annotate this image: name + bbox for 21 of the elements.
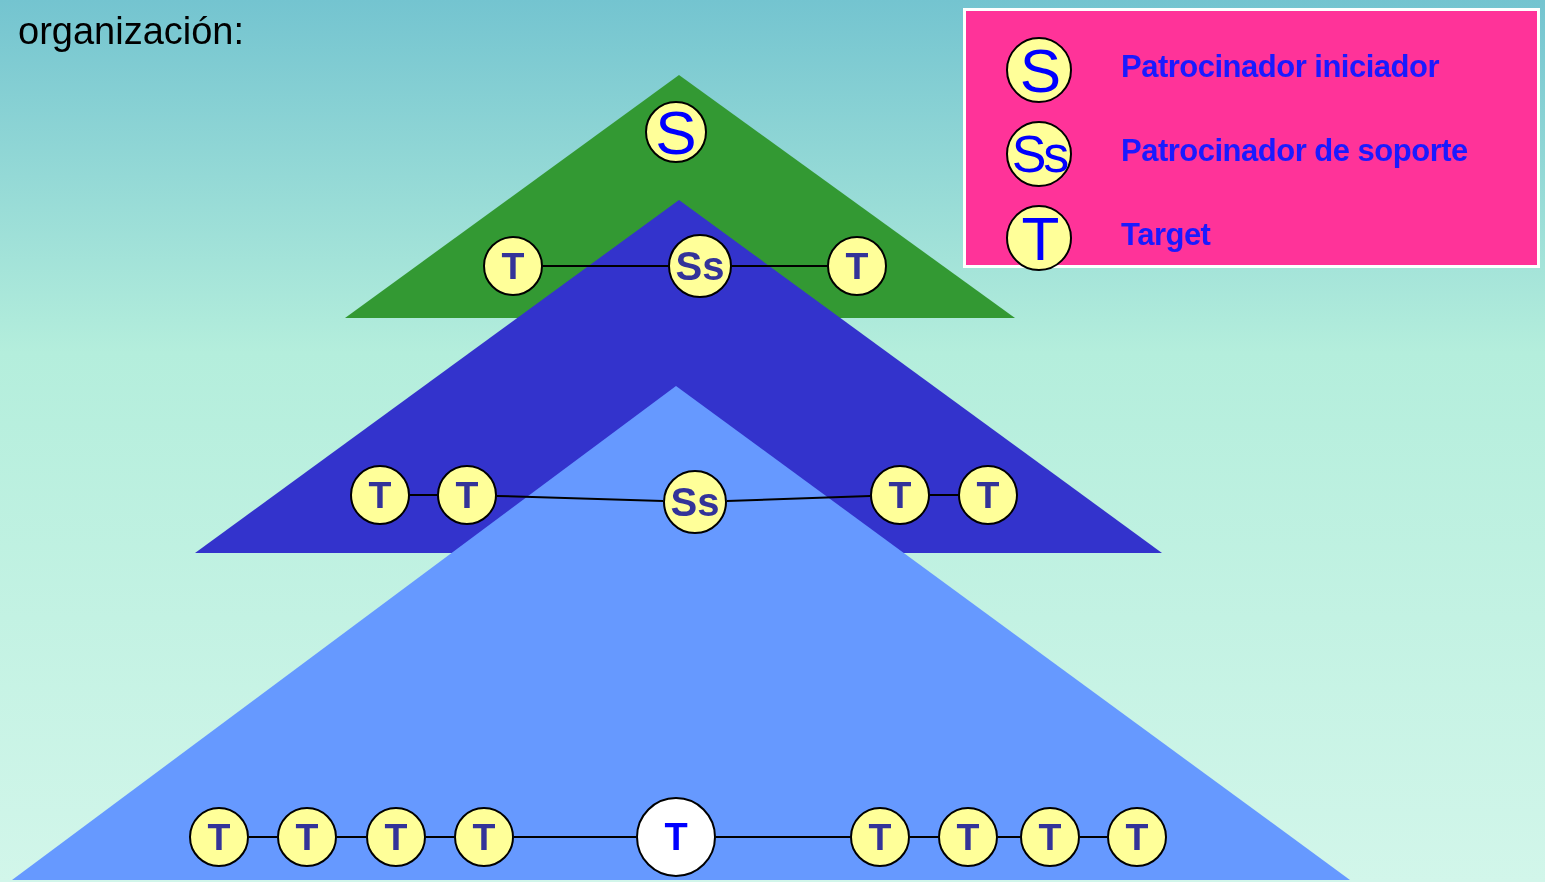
connector-line <box>513 836 637 838</box>
connector-line <box>496 494 664 502</box>
legend-text: Target <box>1121 217 1211 253</box>
legend-text: Patrocinador iniciador <box>1121 49 1439 85</box>
connector-line <box>997 836 1021 838</box>
connector-line <box>409 494 438 496</box>
connector-line <box>731 265 828 267</box>
legend-symbol: Ss <box>1006 121 1072 187</box>
connector-line <box>715 836 851 838</box>
connector-line <box>1079 836 1108 838</box>
connector-line <box>542 265 669 267</box>
connector-line <box>909 836 939 838</box>
connector-line <box>248 836 278 838</box>
legend-symbol: S <box>1006 37 1072 103</box>
connector-line <box>425 836 455 838</box>
legend-text: Patrocinador de soporte <box>1121 133 1468 169</box>
legend-symbol: T <box>1006 205 1072 271</box>
connector-line <box>336 836 367 838</box>
title: organización: <box>18 10 245 53</box>
connector-line <box>929 494 959 496</box>
connector-line <box>726 495 871 502</box>
